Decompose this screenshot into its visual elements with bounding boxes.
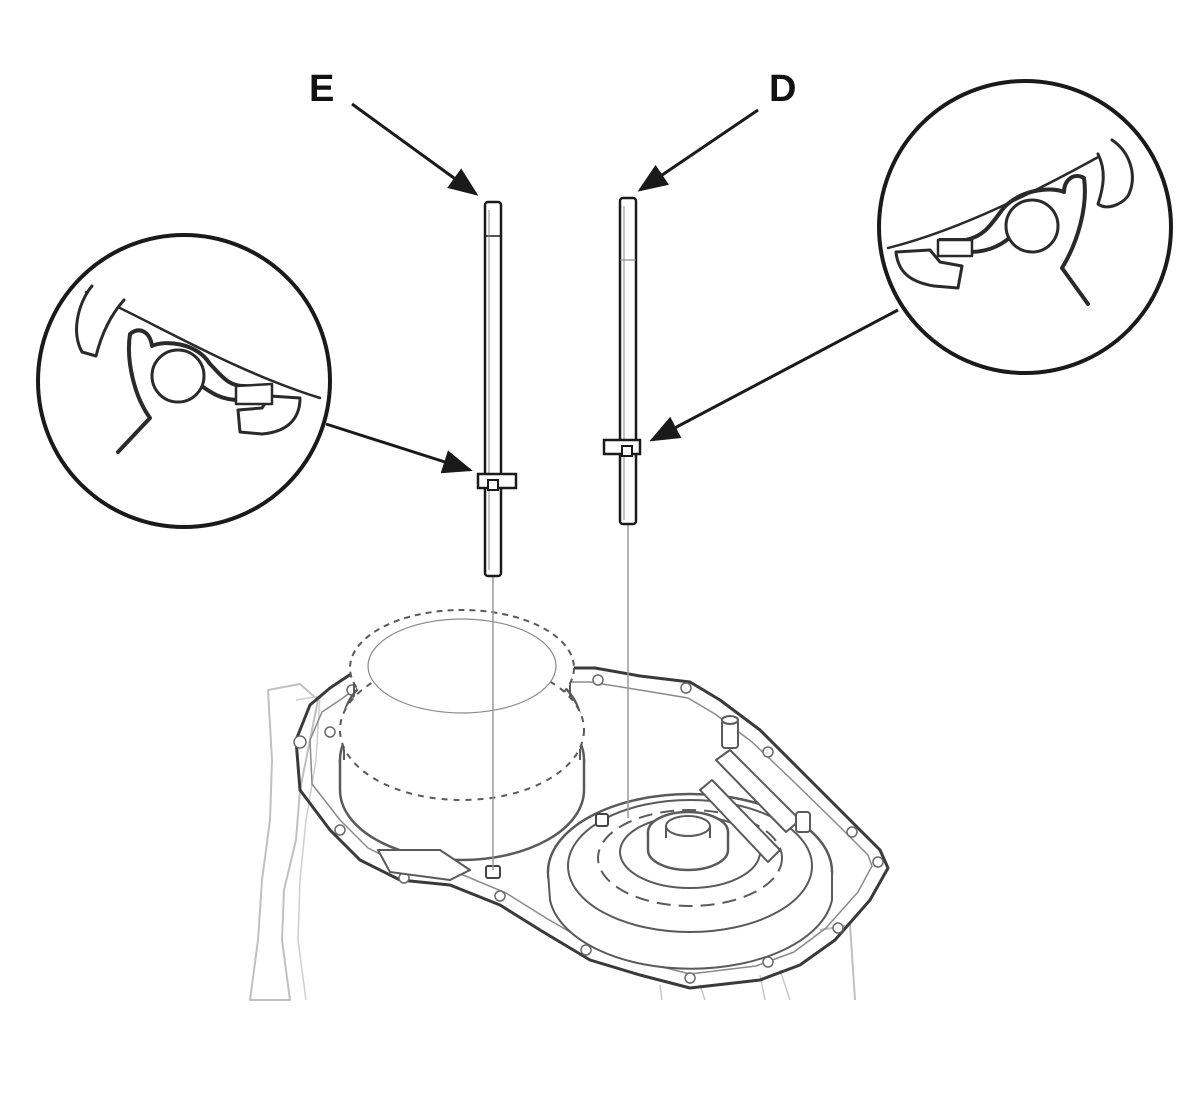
bolt-holes	[293, 674, 884, 984]
shaft-d	[602, 196, 642, 526]
transmission-housing	[249, 609, 890, 1001]
alignment-lines	[492, 524, 629, 870]
arrow-right-detail-to-clip	[649, 308, 899, 442]
callout-label-d: D	[769, 68, 797, 110]
clutch-drum	[338, 609, 586, 862]
guide-rail	[699, 715, 811, 863]
gasket-slot	[377, 849, 471, 881]
secondary-gear-assembly	[546, 792, 834, 970]
leader-arrows	[325, 102, 899, 474]
arrow-e-to-shaft	[351, 102, 479, 196]
shaft-e	[476, 200, 518, 578]
detail-view-right	[877, 79, 1173, 375]
arrow-d-to-shaft	[637, 108, 759, 192]
housing-casting-outline	[249, 683, 319, 1001]
callout-label-e: E	[309, 68, 335, 110]
detail-view-left	[36, 233, 332, 529]
housing-clip-d	[595, 813, 609, 827]
arrow-left-detail-to-clip	[325, 422, 473, 474]
gasket-flange	[294, 666, 890, 990]
